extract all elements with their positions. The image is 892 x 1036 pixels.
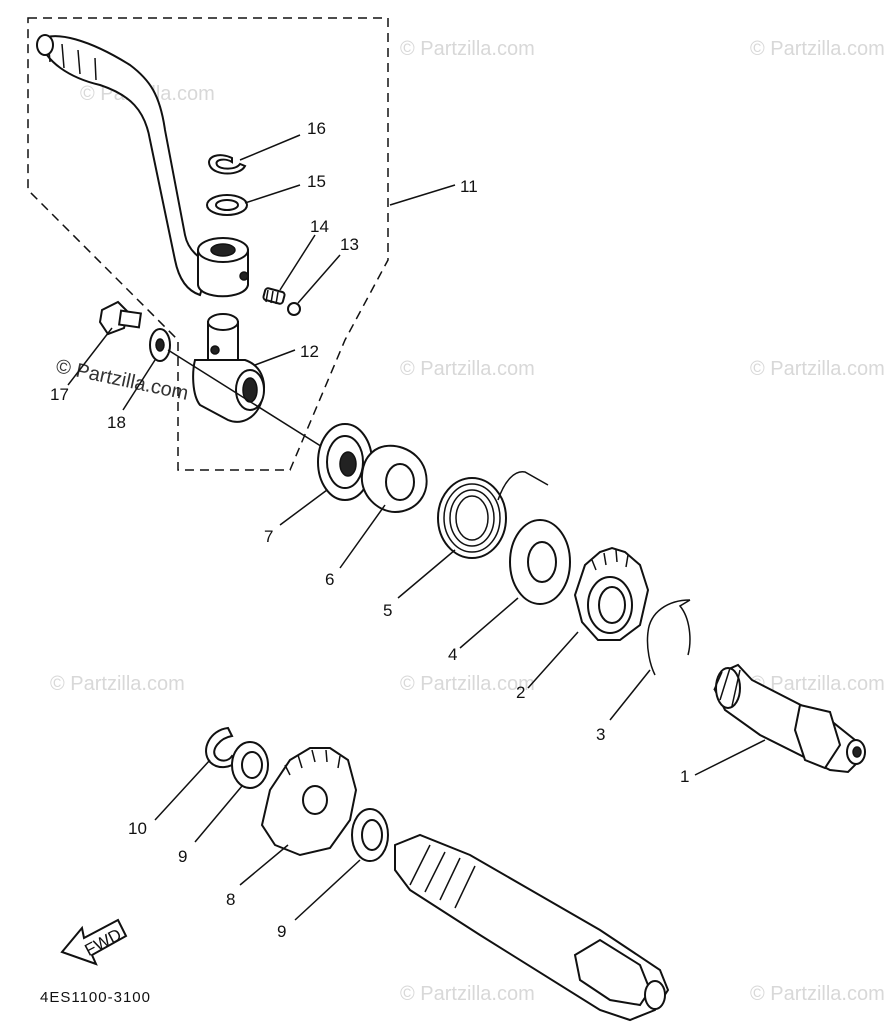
washer [509,519,571,605]
washer [351,808,389,862]
idler-gear [260,747,358,857]
assembly-axis-line [167,349,336,456]
washer [206,194,248,216]
ratchet-wheel [573,546,650,641]
callout-2: 2 [516,683,525,702]
washer [231,741,269,789]
callout-12: 12 [300,342,319,361]
circlip [208,154,247,175]
watermark: © Partzilla.com [400,38,535,60]
kick-crank-lever [36,34,249,298]
watermark: © Partzilla.com [750,673,885,695]
bolt [98,300,143,336]
callout-6: 6 [325,570,334,589]
watermark: © Partzilla.com [750,983,885,1005]
watermark: © Partzilla.com [750,38,885,60]
ratchet-clip [646,599,691,676]
set-screw [262,287,286,305]
watermark: © Partzilla.com [54,355,190,405]
callout-14: 14 [310,217,329,236]
watermark: © Partzilla.com [50,673,185,695]
watermark: © Partzilla.com [400,673,535,695]
callout-15: 15 [307,172,326,191]
callout-11: 11 [460,177,478,196]
callout-18: 18 [107,413,126,432]
callout-17: 17 [50,385,69,404]
callout-9: 9 [277,922,286,941]
drawing-code: 4ES1100-3100 [40,989,151,1006]
kick-boss [192,313,265,423]
callout-13: 13 [340,235,359,254]
callout-3: 3 [596,725,605,744]
forward-direction-arrow: FWD [60,918,128,966]
watermark: © Partzilla.com [400,983,535,1005]
callout-5: 5 [383,601,392,620]
circlip [205,726,240,768]
ball [287,302,301,316]
torsion-spring [437,471,549,559]
watermark: © Partzilla.com [750,358,885,380]
leader-lines [67,134,766,921]
spring-guide [360,444,428,514]
callout-labels: 16 15 14 13 11 12 17 18 7 6 5 4 2 3 1 10… [50,119,689,941]
kick-crank-assembly-boundary [27,17,389,471]
kick-axle [713,663,866,774]
callout-9: 9 [178,847,187,866]
transmission-shaft [394,833,670,1022]
washer [149,328,171,362]
callout-16: 16 [307,119,326,138]
callout-1: 1 [680,767,689,786]
callout-4: 4 [448,645,457,664]
callout-8: 8 [226,890,235,909]
callout-10: 10 [128,819,147,838]
callout-7: 7 [264,527,273,546]
watermark: © Partzilla.com [400,358,535,380]
